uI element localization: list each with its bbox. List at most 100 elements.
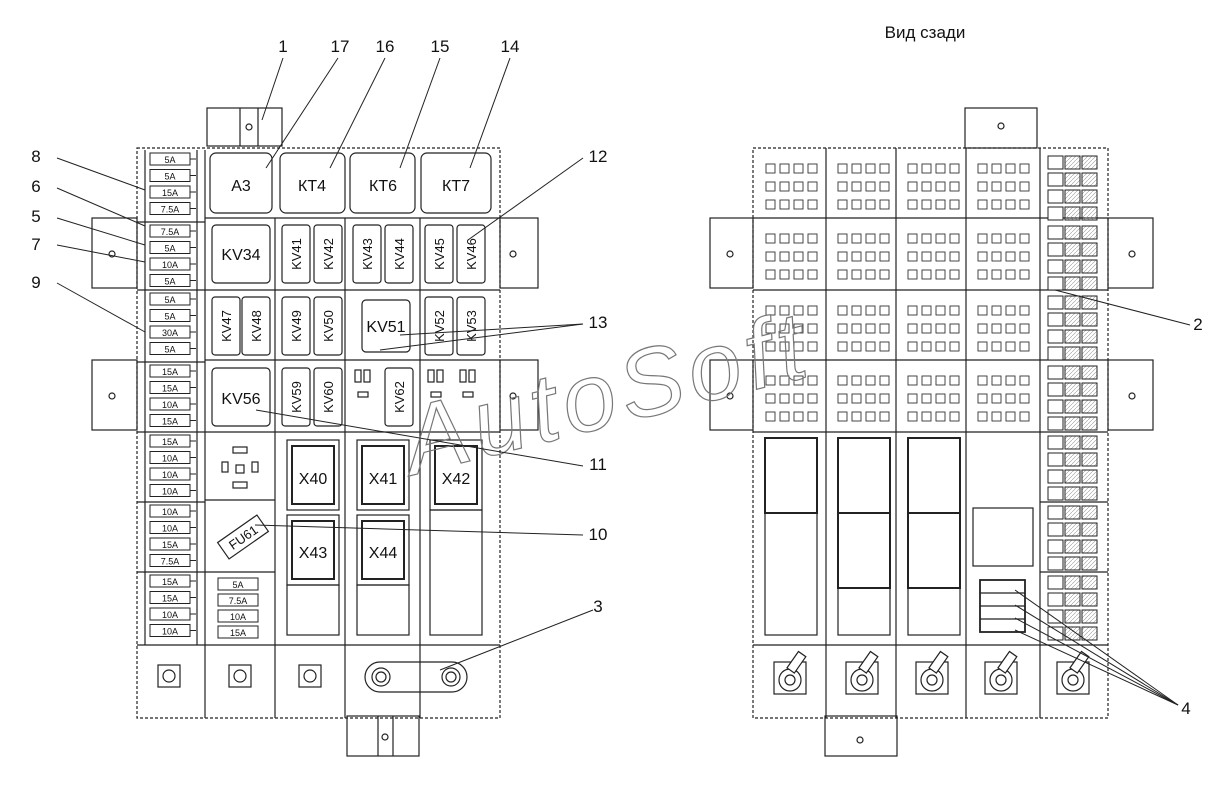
callout-10: 10 <box>589 525 608 544</box>
rear-cell <box>907 269 918 280</box>
rear-matrix-cell <box>1064 399 1081 414</box>
rear-cell <box>907 393 918 404</box>
callout-2: 2 <box>1193 315 1202 334</box>
fuse-left-1: 5A <box>149 152 196 166</box>
fuse-left-23: 15A <box>149 537 196 551</box>
rear-matrix-cell <box>1047 592 1064 607</box>
rear-cell <box>837 411 848 422</box>
rear-cell <box>865 393 876 404</box>
fuse-left-label: 10A <box>162 487 178 497</box>
rear-cell <box>1019 251 1030 262</box>
fuse-left-label: 15A <box>162 540 178 550</box>
rear-matrix-cell <box>1047 295 1064 310</box>
fuse-bottom-label: 10A <box>230 612 246 622</box>
rear-matrix-cell <box>1064 609 1081 624</box>
rear-matrix-cell <box>1081 382 1098 397</box>
callout-13: 13 <box>589 313 608 332</box>
rear-cell <box>765 199 776 210</box>
fuse-left-label: 15A <box>162 594 178 604</box>
rear-cell <box>765 341 776 352</box>
rear-matrix-cell <box>1064 505 1081 520</box>
module-a3 <box>209 152 273 214</box>
rear-cell <box>921 393 932 404</box>
rear-cell <box>851 199 862 210</box>
fuse-left-label: 5A <box>164 244 175 254</box>
rear-ring-terminal-4 <box>984 650 1018 695</box>
rear-ring-terminal-3 <box>915 650 949 695</box>
rear-cell <box>935 305 946 316</box>
relay-kv59 <box>281 367 311 427</box>
rear-matrix-cell <box>1081 486 1098 501</box>
ground-busbar <box>364 661 468 693</box>
rear-cell <box>949 393 960 404</box>
rear-cell <box>921 269 932 280</box>
relay-kv59-label: KV59 <box>289 381 304 413</box>
rear-cell <box>991 341 1002 352</box>
rear-cell <box>865 341 876 352</box>
rear-cell <box>807 341 818 352</box>
rear-cell <box>851 305 862 316</box>
rear-cell <box>807 269 818 280</box>
fuse-left-6: 5A <box>149 241 196 254</box>
rear-cell <box>779 199 790 210</box>
relay-kv48-label: KV48 <box>249 310 264 342</box>
fuse-left-label: 7.5A <box>161 557 180 567</box>
rear-cell <box>935 199 946 210</box>
fuse-left-label: 10A <box>162 627 178 637</box>
rear-cell <box>1019 181 1030 192</box>
rear-cell <box>765 323 776 334</box>
fuse-left-label: 15A <box>162 437 178 447</box>
rear-cell <box>921 341 932 352</box>
rear-cell <box>1019 411 1030 422</box>
rear-matrix-cell <box>1081 259 1098 274</box>
fuse-left-label: 15A <box>162 577 178 587</box>
rear-cell <box>921 375 932 386</box>
relay-kv56 <box>211 367 271 427</box>
rear-cell <box>1005 323 1016 334</box>
rear-matrix-cell <box>1081 172 1098 187</box>
callout-8: 8 <box>31 147 40 166</box>
rear-cell <box>1019 199 1030 210</box>
fuse-bottom-4: 15A <box>217 625 259 639</box>
rear-cell <box>765 163 776 174</box>
relay-kv53-label: KV53 <box>464 310 479 342</box>
rear-cell <box>779 411 790 422</box>
rear-matrix-cell <box>1047 155 1064 170</box>
rear-matrix-cell <box>1047 346 1064 361</box>
right-tab-1 <box>499 217 539 289</box>
relay-kv42-label: KV42 <box>321 238 336 270</box>
rear-cell <box>1019 233 1030 244</box>
rear-cell <box>807 375 818 386</box>
callout-7: 7 <box>31 235 40 254</box>
rear-matrix-cell <box>1081 189 1098 204</box>
rear-matrix-cell <box>1081 346 1098 361</box>
relay-kv52 <box>424 296 454 356</box>
callout-14: 14 <box>501 37 520 56</box>
relay-kv49 <box>281 296 311 356</box>
rear-cell <box>921 323 932 334</box>
rear-cell <box>865 305 876 316</box>
rear-cell <box>765 181 776 192</box>
relay-kv62 <box>384 367 414 427</box>
rear-matrix-cell <box>1064 365 1081 380</box>
relay-kv34-label: KV34 <box>221 247 260 264</box>
rear-matrix-cell <box>1047 172 1064 187</box>
fuse-bottom-1: 5A <box>217 577 259 591</box>
rear-matrix-cell <box>1064 172 1081 187</box>
fuse-left-5: 7.5A <box>149 224 196 238</box>
rear-cell <box>949 305 960 316</box>
rear-cell <box>991 181 1002 192</box>
rear-cell <box>851 181 862 192</box>
fuse-left-label: 5A <box>164 345 175 355</box>
rear-cell <box>807 199 818 210</box>
relay-kv53 <box>456 296 486 356</box>
rear-cell <box>865 181 876 192</box>
fuse-left-label: 10A <box>162 260 178 270</box>
rear-cell <box>935 323 946 334</box>
rear-cell <box>1005 163 1016 174</box>
rear-matrix-cell <box>1047 259 1064 274</box>
rear-cell <box>779 305 790 316</box>
fuse-left-25: 15A <box>149 574 196 588</box>
rear-cell <box>991 269 1002 280</box>
rear-bottom-tab <box>824 715 898 757</box>
